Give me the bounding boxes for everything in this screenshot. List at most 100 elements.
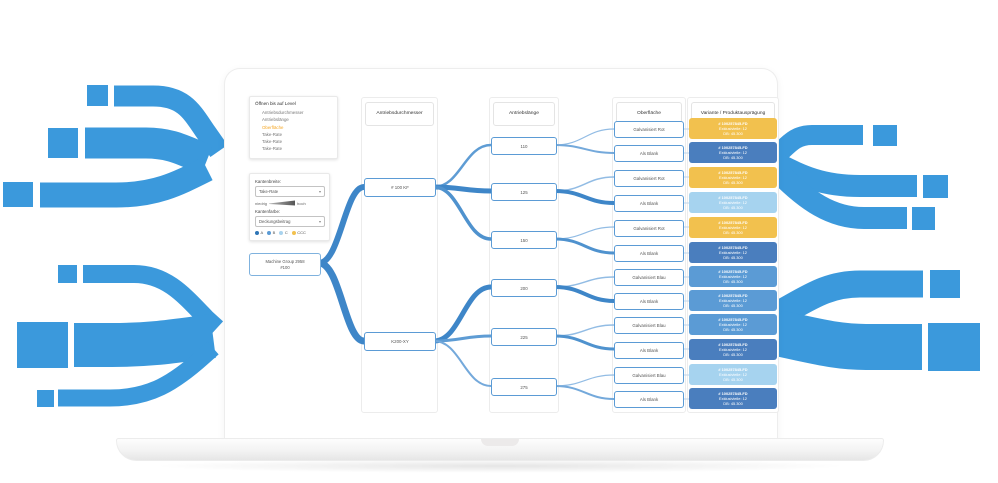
- level-item-take-rate-2[interactable]: Take-Rate: [262, 139, 283, 145]
- laptop-base: [116, 438, 884, 461]
- surface-node-11[interactable]: Galvanisiert Blau: [614, 367, 684, 384]
- column-header: Antriebslänge: [493, 102, 555, 126]
- scale-wedge: [269, 200, 296, 206]
- variant-id: # 100257845-FD: [718, 390, 748, 396]
- length-node-200[interactable]: 200: [491, 279, 557, 297]
- variant-id: # 100257845-FD: [718, 144, 748, 150]
- variant-parts: Exklusivteile: 12: [719, 199, 747, 205]
- edge-color-select[interactable]: Deckungsbeitrag ▾: [255, 216, 325, 227]
- surface-node-2[interactable]: Als Blank: [614, 145, 684, 162]
- variant-id: # 100257845-FD: [718, 169, 748, 175]
- length-node-275[interactable]: 275: [491, 378, 557, 396]
- edge-settings-panel: Kantenbreite: Take-Rate ▾ niedrig hoch K…: [249, 173, 330, 241]
- variant-db: DB: 45.300: [723, 205, 743, 211]
- diameter-node-100kf[interactable]: # 100 KF: [364, 178, 436, 197]
- surface-node-6[interactable]: Als Blank: [614, 245, 684, 262]
- variant-parts: Exklusivteile: 12: [719, 273, 747, 279]
- surface-node-10[interactable]: Als Blank: [614, 342, 684, 359]
- decor-left-top-squares: [3, 85, 108, 207]
- legend-label-ccc: CCC: [297, 230, 306, 235]
- laptop-screen: Antriebsdurchmesser Antriebslänge Oberfl…: [224, 68, 779, 441]
- legend-dot-b: [267, 230, 272, 235]
- level-item-take-rate-1[interactable]: Take-Rate: [262, 131, 283, 137]
- variant-parts: Exklusivteile: 12: [719, 224, 747, 230]
- decor-left-bottom: [58, 265, 224, 407]
- variant-parts: Exklusivteile: 12: [719, 346, 747, 352]
- legend-dot-ccc: [291, 230, 296, 235]
- edge-color-label: Kantenfarbe:: [255, 209, 281, 214]
- edge-color-value: Deckungsbeitrag: [259, 219, 291, 224]
- laptop-shadow: [150, 459, 850, 473]
- decor-right-top: [764, 125, 917, 229]
- level-item-take-rate-3[interactable]: Take-Rate: [262, 146, 283, 152]
- root-node-line1: Machine Group 2958: [265, 259, 305, 265]
- decor-right-bottom-squares: [928, 270, 980, 371]
- decor-right-bottom: [765, 270, 923, 370]
- column-antriebsdurchmesser: Antriebsdurchmesser: [361, 97, 438, 413]
- levels-panel-title: Öffnen bis auf Level: [255, 101, 296, 106]
- edge-color-legend: A B C CCC: [255, 230, 325, 235]
- variant-parts: Exklusivteile: 12: [719, 249, 747, 255]
- variant-id: # 100257845-FD: [718, 316, 748, 322]
- surface-node-9[interactable]: Galvanisiert Blau: [614, 317, 684, 334]
- variant-parts: Exklusivteile: 12: [719, 371, 747, 377]
- length-node-150[interactable]: 150: [491, 231, 557, 249]
- variant-parts: Exklusivteile: 12: [719, 297, 747, 303]
- edge-width-select[interactable]: Take-Rate ▾: [255, 186, 325, 197]
- legend-item-a: A: [255, 230, 263, 235]
- levels-panel: Öffnen bis auf Level Antriebsdurchmesser…: [249, 96, 338, 159]
- surface-node-7[interactable]: Galvanisiert Blau: [614, 269, 684, 286]
- variant-db: DB: 45.300: [723, 180, 743, 186]
- legend-dot-a: [255, 230, 259, 235]
- legend-label-a: A: [260, 230, 264, 235]
- root-node-line2: #100: [280, 264, 290, 270]
- tree-edges: [317, 128, 689, 400]
- diameter-node-k200xy[interactable]: K200-XY: [364, 332, 436, 351]
- variant-db: DB: 45.300: [723, 377, 743, 383]
- surface-node-3[interactable]: Galvanisiert Rot: [614, 170, 684, 187]
- decor-right-top-squares: [873, 125, 948, 230]
- length-node-225[interactable]: 225: [491, 328, 557, 346]
- scale-low-label: niedrig: [255, 200, 268, 206]
- surface-node-4[interactable]: Als Blank: [614, 195, 684, 212]
- variant-parts: Exklusivteile: 12: [719, 125, 747, 131]
- variant-db: DB: 45.300: [723, 327, 743, 333]
- scale-high-label: hoch: [297, 200, 306, 206]
- variant-db: DB: 45.300: [723, 230, 743, 236]
- length-node-110[interactable]: 110: [491, 137, 557, 155]
- surface-node-12[interactable]: Als Blank: [614, 391, 684, 408]
- level-item-oberflaeche[interactable]: Oberfläche: [262, 124, 284, 130]
- variant-db: DB: 45.300: [723, 255, 743, 261]
- variant-parts: Exklusivteile: 12: [719, 174, 747, 180]
- root-node[interactable]: Machine Group 2958 #100: [249, 253, 321, 276]
- chevron-down-icon: ▾: [318, 189, 321, 194]
- decor-left-top: [40, 85, 228, 208]
- variant-id: # 100257845-FD: [718, 194, 748, 200]
- surface-node-5[interactable]: Galvanisiert Rot: [614, 220, 684, 237]
- level-item-antriebsdurchmesser[interactable]: Antriebsdurchmesser: [262, 110, 304, 115]
- variant-id: # 100257845-FD: [718, 366, 748, 372]
- variant-db: DB: 45.300: [723, 401, 743, 407]
- variant-parts: Exklusivteile: 12: [719, 149, 747, 155]
- variant-id: # 100257845-FD: [718, 268, 748, 274]
- variant-id: # 100257845-FD: [718, 341, 748, 347]
- chevron-down-icon: ▾: [318, 219, 321, 224]
- length-node-125[interactable]: 125: [491, 183, 557, 201]
- level-item-antriebslaenge[interactable]: Antriebslänge: [262, 117, 289, 123]
- surface-node-1[interactable]: Galvanisiert Rot: [614, 121, 684, 138]
- surface-node-8[interactable]: Als Blank: [614, 293, 684, 310]
- legend-dot-c: [279, 230, 284, 235]
